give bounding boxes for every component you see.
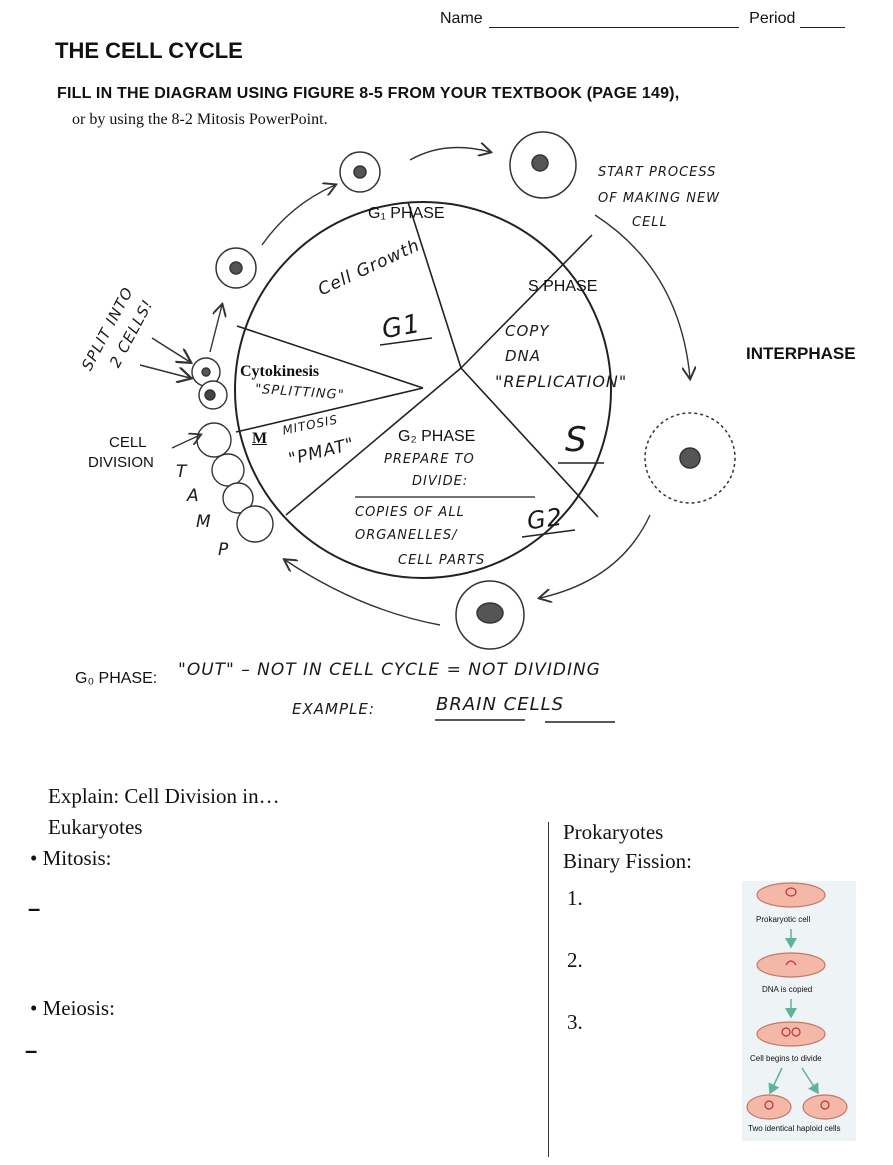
s-note-2: DNA <box>505 347 542 365</box>
name-label: Name <box>440 10 483 27</box>
g2-note-2: DIVIDE: <box>412 474 469 489</box>
mitosis-label: • Mitosis: <box>30 846 112 870</box>
interphase-label: INTERPHASE <box>746 344 856 363</box>
step-2: 2. <box>567 948 583 972</box>
arrow-split-2 <box>151 337 190 362</box>
cell-stack-left <box>191 357 274 543</box>
start-note-3: CELL <box>632 215 668 230</box>
divider-center-g2 <box>460 367 599 518</box>
divider-center-top <box>407 201 462 369</box>
divider-center-left <box>285 367 462 516</box>
cell-right <box>644 412 736 504</box>
binary-fission-drawing <box>746 882 848 1120</box>
fission-caption-3: Cell begins to divide <box>750 1054 822 1063</box>
binary-fission-heading: Binary Fission: <box>563 849 692 873</box>
s-note-3: "REPLICATION" <box>495 372 628 391</box>
divider-cytokinesis-bottom <box>235 387 424 433</box>
pmat-letter-m: M <box>196 512 212 532</box>
arrow-bottom <box>540 514 651 598</box>
arrow-left-up <box>261 185 335 246</box>
fission-caption-1: Prokaryotic cell <box>756 915 811 924</box>
arrow-top <box>409 148 490 161</box>
binary-fission-figure: Prokaryotic cell DNA is copied Cell begi… <box>742 881 856 1141</box>
cytokinesis-label: Cytokinesis <box>240 363 320 380</box>
page-title: THE CELL CYCLE <box>55 38 243 63</box>
g0-phase-label: G₀ PHASE: <box>75 670 158 687</box>
g1-phase-label: G₁ PHASE <box>368 205 445 222</box>
s-note-1: COPY <box>505 322 550 340</box>
name-blank[interactable] <box>488 13 739 28</box>
m-label: M <box>252 430 268 447</box>
arrow-stack-up <box>209 305 222 353</box>
arrow-split-1 <box>139 364 190 378</box>
s-phase-label: S PHASE <box>528 278 598 295</box>
eukaryotes-heading: Eukaryotes <box>48 815 143 839</box>
g2-note-4: ORGANELLES/ <box>355 528 458 543</box>
period-blank[interactable] <box>799 13 845 28</box>
prokaryotes-heading: Prokaryotes <box>563 820 664 844</box>
column-divider <box>548 822 549 1157</box>
arrow-bottom-left <box>285 560 441 626</box>
g1-answer-underline <box>379 337 433 346</box>
g2-note-1: PREPARE TO <box>384 452 475 467</box>
start-note-2: OF MAKING NEW <box>598 191 721 206</box>
explain-heading: Explain: Cell Division in… <box>48 784 280 808</box>
g2-answer: G2 <box>525 502 565 536</box>
pmat-letter-p: P <box>218 540 230 560</box>
instruction-plain: or by using the 8-2 Mitosis PowerPoint. <box>72 111 328 128</box>
g0-example: BRAIN CELLS <box>436 694 565 715</box>
meiosis-answer-dash[interactable]: – <box>25 1038 38 1063</box>
mitosis-answer-dash[interactable]: – <box>28 896 41 921</box>
cell-top-left <box>339 151 381 193</box>
cell-top-right <box>509 131 577 199</box>
g2-phase-label: G₂ PHASE <box>398 428 476 445</box>
cycle-circle <box>234 201 612 579</box>
period-label: Period <box>749 10 796 27</box>
fission-caption-4: Two identical haploid cells <box>748 1124 841 1133</box>
fission-caption-2: DNA is copied <box>762 985 813 994</box>
step-1: 1. <box>567 886 583 910</box>
g2-answer-underline <box>521 529 576 538</box>
g0-note: "OUT" – NOT IN CELL CYCLE = NOT DIVIDING <box>178 660 601 680</box>
cell-cycle-diagram <box>139 131 736 723</box>
divider-center-sright <box>460 234 593 369</box>
divider-cytokinesis-top <box>236 325 424 389</box>
arrow-right-down <box>594 214 690 378</box>
g0-example-prefix: EXAMPLE: <box>292 700 375 718</box>
s-answer: S <box>565 420 588 460</box>
name-period-line: Name Period <box>440 10 845 28</box>
pmat-letter-t: T <box>176 462 188 482</box>
cell-bottom <box>455 580 525 650</box>
g2-note-3: COPIES OF ALL <box>355 505 465 520</box>
step-3: 3. <box>567 1010 583 1034</box>
instruction-bold: FILL IN THE DIAGRAM USING FIGURE 8-5 FRO… <box>57 85 680 102</box>
cell-division-label-1: CELL <box>109 434 147 451</box>
cell-left-upper <box>215 247 257 289</box>
cell-division-label-2: DIVISION <box>88 454 154 471</box>
g2-note-5: CELL PARTS <box>398 553 486 568</box>
arrow-cell-division <box>171 435 200 449</box>
pmat-letter-a: A <box>187 486 200 506</box>
start-note-1: START PROCESS <box>598 165 717 180</box>
meiosis-label: • Meiosis: <box>30 996 115 1020</box>
